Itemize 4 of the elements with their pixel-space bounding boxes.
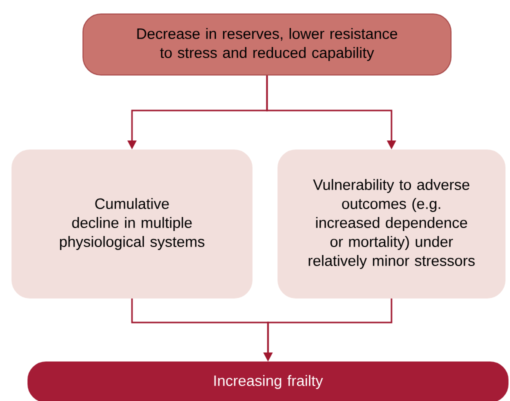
process-box: Decrease in reserves, lower resistance to stress and reduced capability xyxy=(82,14,452,76)
process-box: Cumulative decline in multiple physiological systems xyxy=(12,150,252,298)
result-bar: Increasing frailty xyxy=(28,362,508,401)
process-box: Vulnerability to adverse outcomes (e.g. increased dependence or mortality) under relatively minor stressors xyxy=(278,150,506,298)
